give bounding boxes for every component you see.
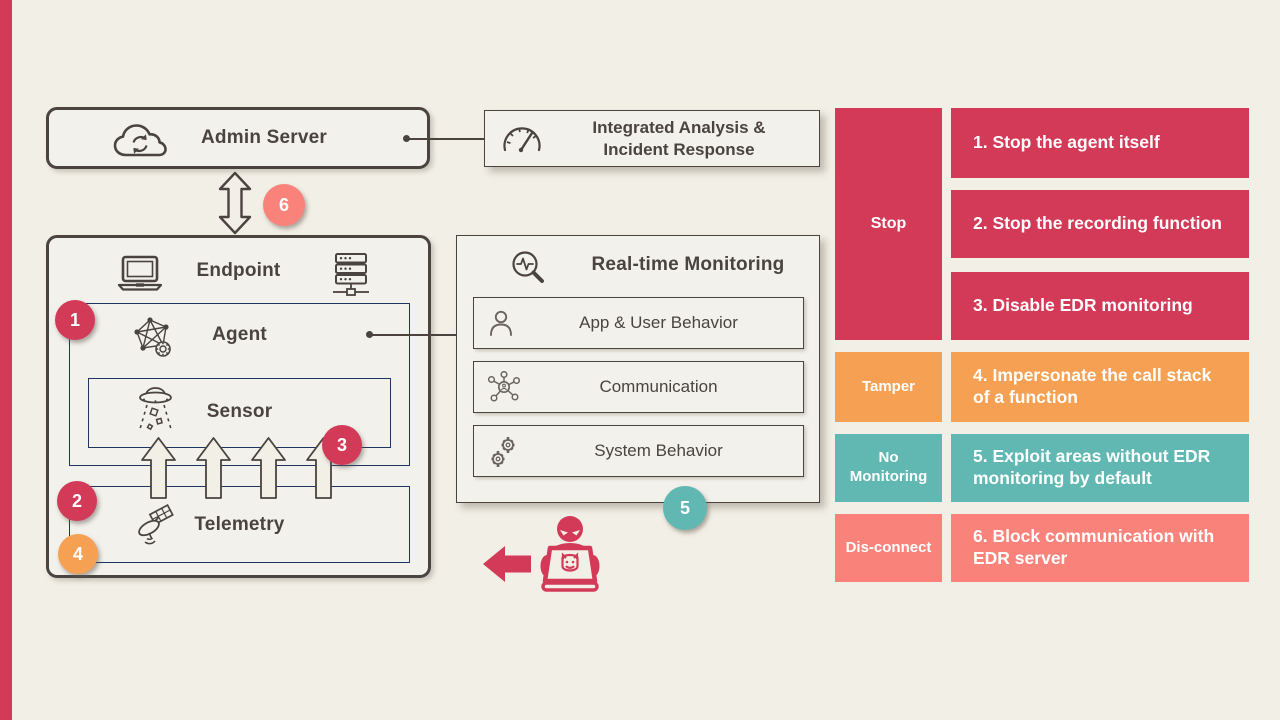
sensor-label: Sensor — [206, 401, 273, 422]
monitoring-item-system-behavior: System Behavior — [473, 425, 804, 477]
person-icon — [488, 309, 514, 337]
integrated-analysis-label: Integrated Analysis & Incident Response — [592, 118, 766, 159]
integrated-analysis-box: Integrated Analysis & Incident Response — [484, 110, 820, 167]
up-arrow-icon — [140, 436, 177, 500]
monitoring-item-app-user-behavior: App & User Behavior — [473, 297, 804, 349]
connector-dot — [366, 331, 373, 338]
endpoint-box: Endpoint — [46, 235, 431, 578]
magnifier-pulse-icon — [509, 249, 551, 291]
server-rack-icon — [329, 252, 373, 298]
laptop-icon — [115, 254, 165, 292]
sensor-box: Sensor — [88, 378, 391, 448]
realtime-monitoring-title: Real-time Monitoring — [591, 254, 785, 275]
badge-2: 2 — [57, 481, 97, 521]
admin-server-box: Admin Server — [46, 107, 430, 169]
group-label-no-monitoring: No Monitoring — [835, 434, 942, 502]
satellite-icon — [132, 504, 184, 548]
double-arrow-icon — [214, 171, 256, 235]
badge-4: 4 — [58, 534, 98, 574]
connector-line-agent — [370, 334, 456, 336]
agent-label: Agent — [212, 324, 267, 345]
connector-line-admin — [407, 138, 484, 140]
attack-row-3: 3. Disable EDR monitoring — [951, 272, 1249, 340]
badge-6: 6 — [263, 184, 305, 226]
group-label-stop: Stop — [835, 108, 942, 340]
agent-box: Agent — [69, 303, 410, 466]
left-accent-bar — [0, 0, 12, 720]
connector-dot — [403, 135, 410, 142]
left-arrow-icon — [483, 546, 531, 582]
network-hub-icon — [488, 371, 520, 403]
badge-1: 1 — [55, 300, 95, 340]
gears-icon — [488, 434, 520, 468]
endpoint-label: Endpoint — [196, 260, 281, 281]
agent-header: Agent — [70, 312, 409, 357]
mesh-network-icon — [128, 316, 174, 360]
telemetry-box: Telemetry — [69, 486, 410, 563]
badge-3: 3 — [322, 425, 362, 465]
attack-row-6: 6. Block communication with EDR server — [951, 514, 1249, 582]
cloud-sync-icon — [111, 121, 169, 161]
admin-server-label: Admin Server — [201, 127, 327, 148]
attack-row-2: 2. Stop the recording function — [951, 190, 1249, 258]
gauge-icon — [501, 124, 543, 154]
attack-row-4: 4. Impersonate the call stack of a funct… — [951, 352, 1249, 422]
realtime-monitoring-box: Real-time Monitoring App & User Behavior — [456, 235, 820, 503]
up-arrow-icon — [250, 436, 287, 500]
telemetry-label: Telemetry — [194, 514, 285, 535]
attack-row-5: 5. Exploit areas without EDR monitoring … — [951, 434, 1249, 502]
badge-5: 5 — [663, 486, 707, 530]
attack-row-1: 1. Stop the agent itself — [951, 108, 1249, 178]
endpoint-header: Endpoint — [49, 252, 428, 296]
up-arrow-icon — [195, 436, 232, 500]
monitoring-item-communication: Communication — [473, 361, 804, 413]
ufo-icon — [129, 385, 181, 443]
hacker-laptop-icon — [530, 514, 610, 596]
group-label-disconnect: Dis-connect — [835, 514, 942, 582]
group-label-tamper: Tamper — [835, 352, 942, 422]
